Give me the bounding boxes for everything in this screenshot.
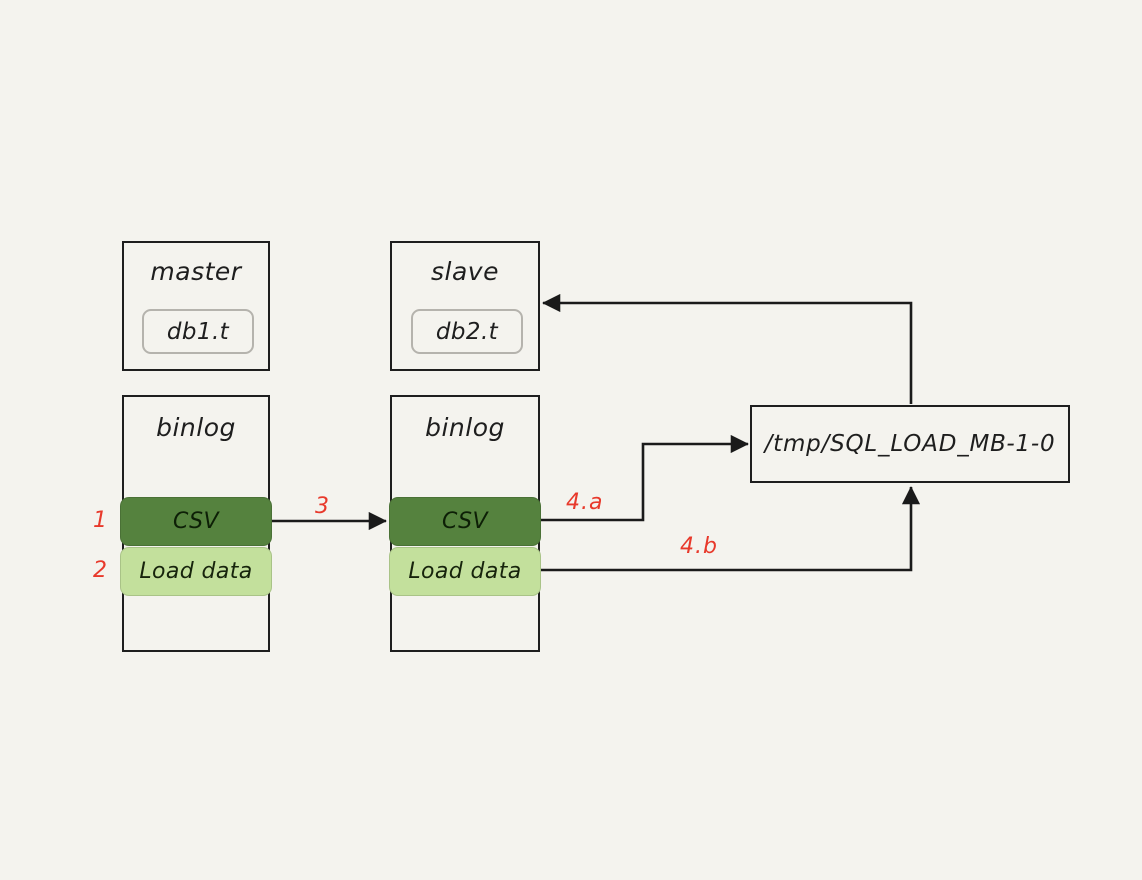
binlog-event-load-data-master[interactable]: Load data: [120, 547, 272, 596]
node-tmp-file[interactable]: /tmp/SQL_LOAD_MB-1-0: [750, 405, 1070, 483]
node-master-binlog-title: binlog: [156, 413, 236, 442]
node-master-table[interactable]: db1.t: [142, 309, 254, 354]
binlog-event-load-data-slave[interactable]: Load data: [389, 547, 541, 596]
binlog-event-csv-slave[interactable]: CSV: [389, 497, 541, 546]
step-label-4a: 4.a: [566, 490, 604, 515]
node-master-title: master: [150, 257, 242, 286]
step-label-2: 2: [93, 558, 108, 583]
step-label-1: 1: [93, 508, 108, 533]
node-master[interactable]: master db1.t: [122, 241, 270, 371]
node-slave-title: slave: [431, 257, 499, 286]
node-slave-binlog-title: binlog: [425, 413, 505, 442]
node-slave[interactable]: slave db2.t: [390, 241, 540, 371]
step-label-4b: 4.b: [680, 534, 718, 559]
connector-tmp-to-slave: [542, 293, 913, 404]
step-label-3: 3: [315, 494, 330, 519]
binlog-event-csv-master[interactable]: CSV: [120, 497, 272, 546]
node-slave-table[interactable]: db2.t: [411, 309, 523, 354]
